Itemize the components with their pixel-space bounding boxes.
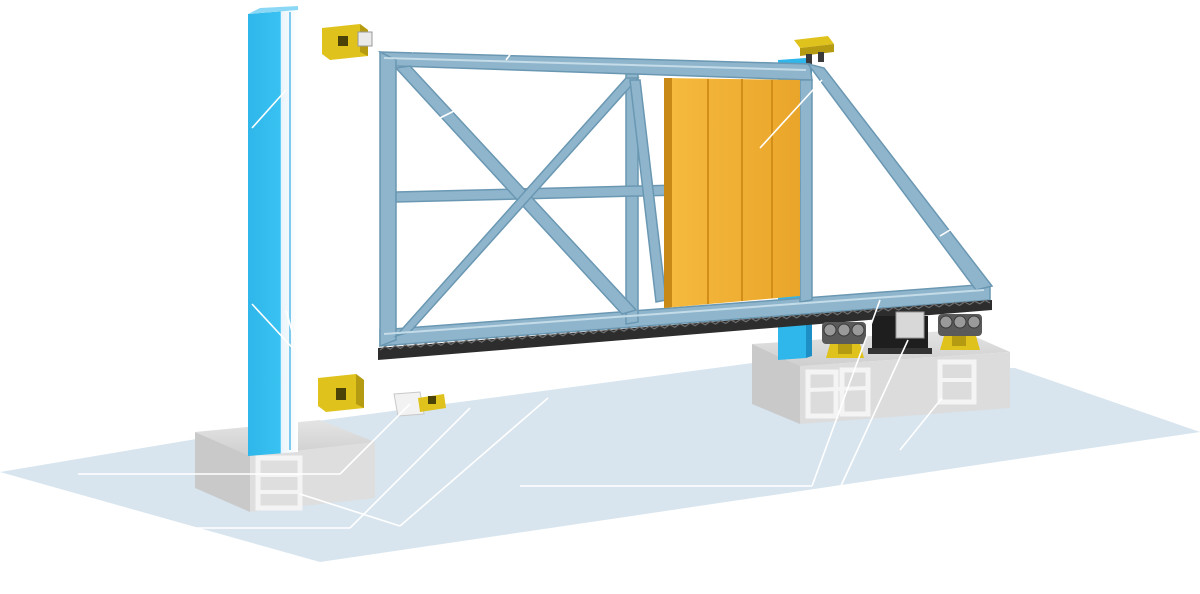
leader-line [299,493,401,527]
gate-infill-panel [664,78,800,308]
leader-line [839,339,909,489]
lower-receiver-bracket [318,374,364,412]
leader-line [285,309,301,361]
roller-carriage-right [938,314,982,350]
leader-line [545,345,601,353]
leader-line [411,45,423,53]
upper-receiver-bracket [322,24,373,60]
leader-line [251,89,287,129]
leader-lines [78,45,951,529]
leader-line [759,79,823,149]
leader-line [939,229,951,237]
leader-line [505,51,513,61]
gate-frame [377,50,994,348]
drive-motor [868,311,932,354]
leader-line [399,397,549,527]
left-gate-post [248,6,298,456]
leader-line [811,299,881,487]
leader-line [439,107,461,119]
ground-plane [0,362,1200,562]
leader-line [251,303,301,357]
photocell-sensor [794,36,834,64]
leader-line [899,397,943,451]
left-foundation-block [195,420,375,512]
leader-line [339,403,411,475]
leader-line [349,407,471,529]
gear-rack [378,299,992,360]
gate-frame-shading [383,57,985,335]
roller-carriage-left [822,322,866,358]
right-foundation-block [752,330,1010,424]
